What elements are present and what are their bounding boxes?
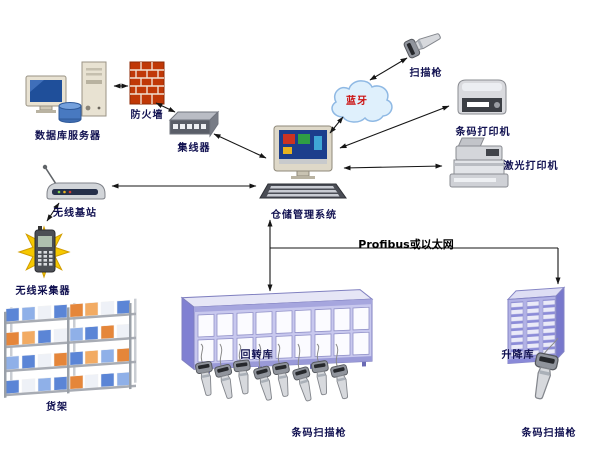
wireless-base-station-label: 无线基站: [53, 208, 97, 219]
lift-store-label: 升降库: [501, 350, 535, 361]
arrow-cloud-scanner: [369, 57, 408, 81]
arrow-base-collector: [46, 202, 60, 222]
hub-label: 集线器: [177, 143, 211, 154]
laser-printer-icon: [446, 136, 514, 192]
arrow-cloud-wms: [329, 116, 344, 134]
firewall-label: 防火墙: [130, 110, 164, 121]
barcode-printer-label: 条码打印机: [455, 127, 511, 138]
carousel-store-icon: [176, 280, 376, 380]
firewall-icon: [129, 61, 165, 105]
barcode-scanner-row-icon: [192, 340, 357, 425]
barcode-scanner-right-icon: [524, 337, 568, 404]
laser-printer-label: 激光打印机: [503, 161, 559, 172]
hub-icon: [168, 108, 220, 138]
shelf-rack-label: 货架: [46, 402, 68, 413]
lift-store-icon: [500, 278, 570, 370]
wms-computer-icon: [258, 125, 348, 206]
shelf-rack-icon: [2, 298, 137, 398]
wireless-collector-icon: [17, 220, 71, 282]
wireless-base-station-icon: [40, 164, 110, 202]
barcode-printer-icon: [452, 72, 512, 122]
barcode-scanner-row-label: 条码扫描枪: [291, 428, 347, 439]
arrow-firewall-hub: [155, 102, 176, 113]
barcode-scanner-right-label: 条码扫描枪: [521, 428, 577, 439]
database-server-icon: [24, 60, 112, 126]
wireless-collector-label: 无线采集器: [15, 286, 71, 297]
arrow-wms-barcode-printer: [339, 105, 450, 149]
wms-computer-label: 仓储管理系统: [271, 210, 337, 221]
arrow-wms-laser-printer: [343, 163, 443, 171]
scanner-gun-top-label: 扫描枪: [409, 68, 443, 79]
bluetooth-cloud-label: 蓝牙: [346, 96, 368, 107]
carousel-store-label: 回转库: [240, 350, 274, 361]
database-server-label: 数据库服务器: [35, 131, 101, 142]
field-bus-label: Profibus或以太网: [358, 238, 454, 251]
arrow-hub-wms: [213, 133, 267, 159]
